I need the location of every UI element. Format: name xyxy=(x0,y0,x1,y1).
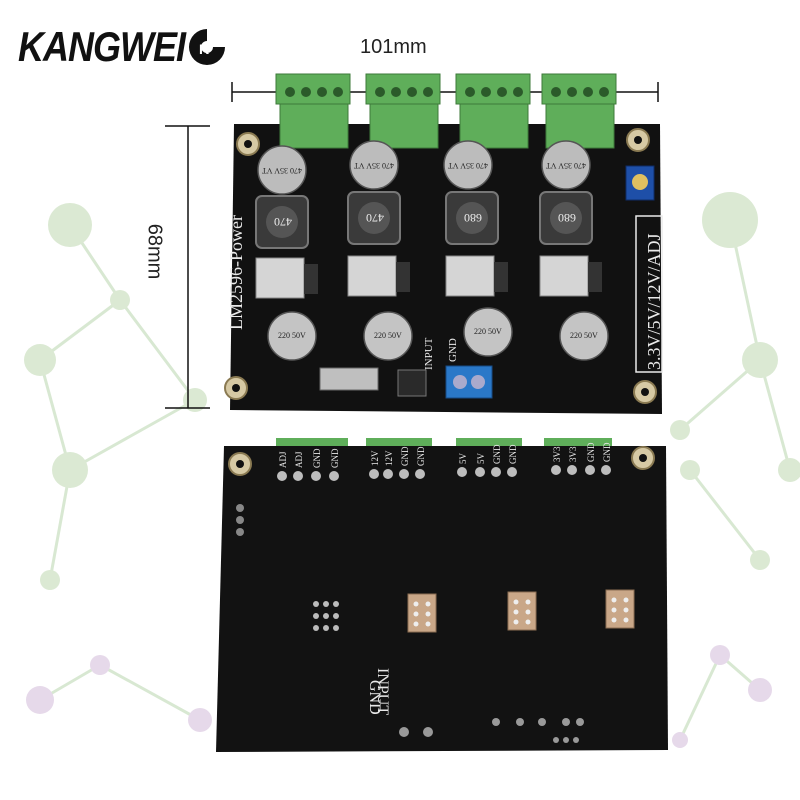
svg-text:12V: 12V xyxy=(370,450,380,466)
brand-logo: KANGWEI K xyxy=(18,22,227,72)
svg-text:GND: GND xyxy=(400,446,410,466)
svg-text:GND: GND xyxy=(508,444,518,464)
back-gnd-label: GND xyxy=(366,680,383,715)
svg-text:470: 470 xyxy=(274,215,292,229)
green-terminal-blocks xyxy=(275,73,617,149)
svg-text:220 50V: 220 50V xyxy=(374,331,402,340)
svg-text:220 50V: 220 50V xyxy=(570,331,598,340)
svg-text:470 35V VT: 470 35V VT xyxy=(448,161,488,170)
width-dimension: 101mm xyxy=(360,36,427,58)
brand-badge-icon: K xyxy=(189,29,225,65)
svg-text:ADJ: ADJ xyxy=(278,451,288,468)
svg-text:5V: 5V xyxy=(458,453,468,465)
svg-text:GND: GND xyxy=(492,444,502,464)
svg-text:470 35V VT: 470 35V VT xyxy=(354,161,394,170)
front-input-label: INPUT xyxy=(423,337,435,370)
svg-text:GND: GND xyxy=(330,448,340,468)
svg-text:3V3: 3V3 xyxy=(552,446,562,462)
svg-text:680: 680 xyxy=(558,211,576,225)
board-title: LM2596-Power xyxy=(226,215,246,330)
front-gnd-label: GND xyxy=(447,338,459,362)
svg-text:220 50V: 220 50V xyxy=(278,331,306,340)
back-input-label: INPUT xyxy=(374,668,391,715)
svg-text:12V: 12V xyxy=(384,450,394,466)
svg-text:220 50V: 220 50V xyxy=(474,327,502,336)
brand-name: KANGWEI xyxy=(18,22,186,71)
svg-text:GND: GND xyxy=(602,442,612,462)
svg-text:3V3: 3V3 xyxy=(568,446,578,462)
svg-text:GND: GND xyxy=(312,448,322,468)
svg-text:470 35V VT: 470 35V VT xyxy=(546,161,586,170)
svg-text:5V: 5V xyxy=(476,453,486,465)
svg-text:680: 680 xyxy=(464,211,482,225)
svg-text:470: 470 xyxy=(366,211,384,225)
voltage-side-label: 3.3V/5V/12V/ADJ xyxy=(644,233,664,370)
svg-text:ADJ: ADJ xyxy=(294,451,304,468)
svg-text:GND: GND xyxy=(416,446,426,466)
svg-text:470 35V VT: 470 35V VT xyxy=(262,166,302,175)
svg-text:K: K xyxy=(199,41,209,57)
svg-text:GND: GND xyxy=(586,442,596,462)
